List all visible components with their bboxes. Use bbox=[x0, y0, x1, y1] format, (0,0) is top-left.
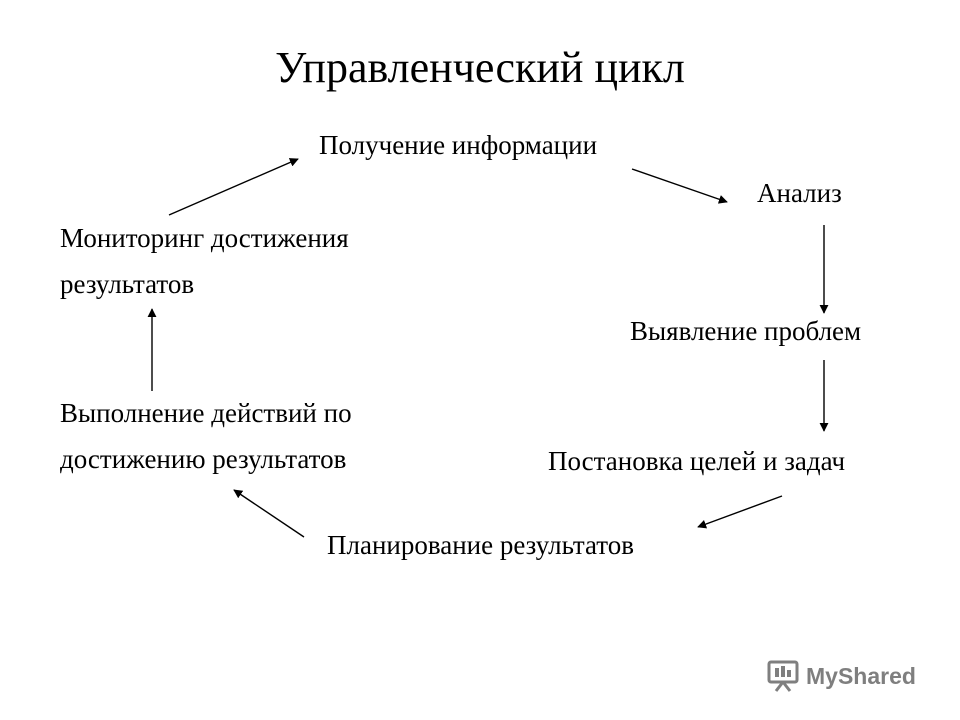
watermark-logo: MyShared bbox=[766, 656, 936, 696]
node-monitoring-label-line1: Мониторинг достижения bbox=[60, 223, 349, 253]
node-getting-information: Получение информации bbox=[319, 122, 597, 168]
presentation-board-icon bbox=[767, 660, 799, 692]
node-problem-identification: Выявление проблем bbox=[630, 308, 861, 354]
node-monitoring: Мониторинг достижения результатов bbox=[60, 215, 349, 307]
slide-title: Управленческий цикл bbox=[275, 43, 685, 92]
arrow-planning-to-actions bbox=[233, 489, 305, 538]
node-actions: Выполнение действий по достижению резуль… bbox=[60, 390, 352, 482]
node-getting-information-label: Получение информации bbox=[319, 130, 598, 160]
arrow-info-to-analysis bbox=[631, 168, 728, 204]
arrow-goals-to-planning bbox=[697, 495, 783, 529]
node-analysis: Анализ bbox=[757, 170, 842, 216]
arrow-monitoring-to-info bbox=[168, 158, 299, 216]
node-problem-identification-label: Выявление проблем bbox=[630, 316, 862, 346]
node-goal-setting: Постановка целей и задач bbox=[548, 438, 845, 484]
node-planning: Планирование результатов bbox=[327, 522, 634, 568]
node-analysis-label: Анализ bbox=[757, 178, 842, 208]
node-monitoring-label-line2: результатов bbox=[60, 269, 195, 299]
watermark-text: MyShared bbox=[806, 662, 916, 689]
node-planning-label: Планирование результатов bbox=[327, 530, 634, 560]
node-goal-setting-label: Постановка целей и задач bbox=[548, 446, 846, 476]
node-actions-label-line2: достижению результатов bbox=[60, 444, 347, 474]
node-actions-label-line1: Выполнение действий по bbox=[60, 398, 352, 428]
